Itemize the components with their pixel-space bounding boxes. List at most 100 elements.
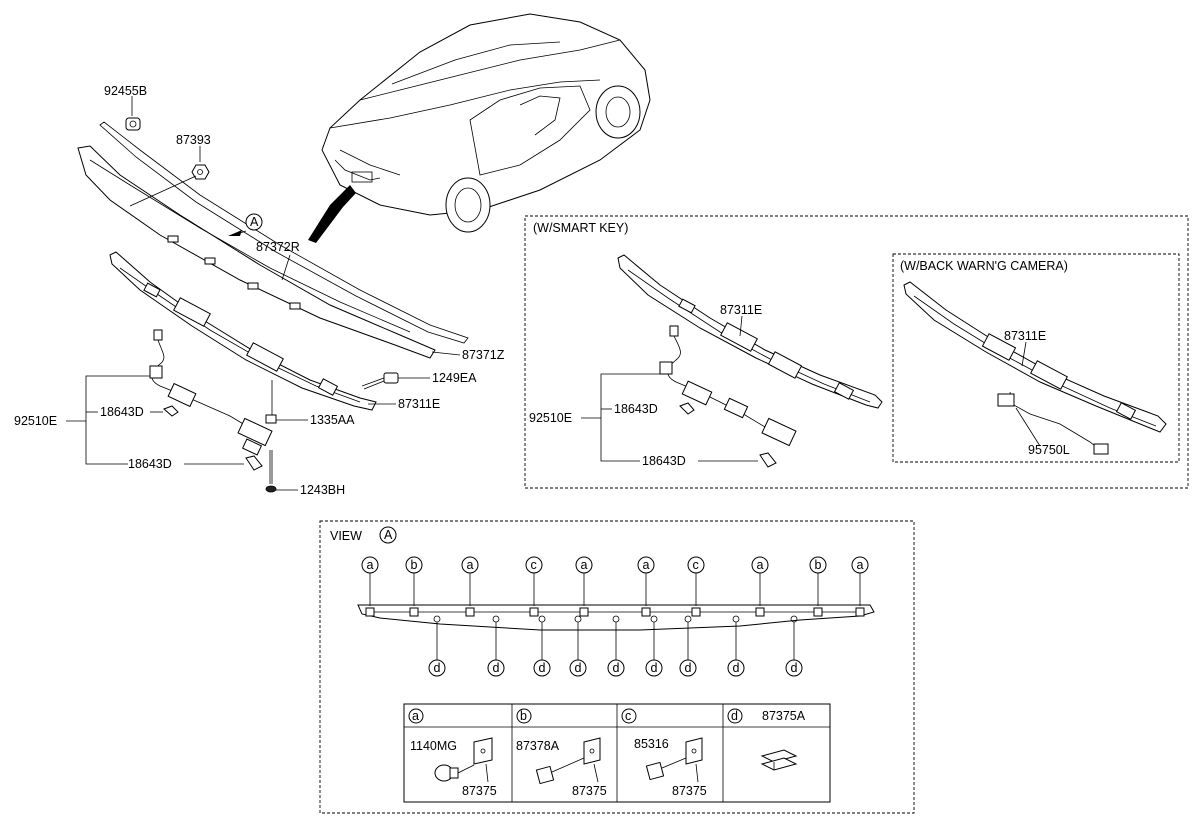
top-marker-b: b xyxy=(809,556,827,606)
top-marker-a: a xyxy=(751,556,769,606)
legend-key-a: a xyxy=(412,709,419,723)
bottom-marker-letter: d xyxy=(685,661,692,675)
top-marker-a: a xyxy=(637,556,655,606)
top-marker-letter: a xyxy=(581,558,588,572)
label-92455b: 92455B xyxy=(104,84,147,98)
top-marker-a: a xyxy=(461,556,479,606)
top-marker-b: b xyxy=(405,556,423,606)
main-exploded-view: 92455B 87393 A 87372R 87371Z xyxy=(14,84,505,497)
bottom-marker-d: d xyxy=(679,622,697,677)
label-18643d-a: 18643D xyxy=(100,405,144,419)
bottom-marker-d: d xyxy=(428,622,446,677)
clip-1335aa xyxy=(265,414,277,424)
label-1243bh: 1243BH xyxy=(300,483,345,497)
top-marker-c: c xyxy=(525,556,543,606)
bottom-marker-d: d xyxy=(607,622,625,677)
top-marker-letter: a xyxy=(467,558,474,572)
top-marker-letter: a xyxy=(857,558,864,572)
label-87371z: 87371Z xyxy=(462,348,505,362)
top-marker-letter: b xyxy=(815,558,822,572)
camera-title: (W/BACK WARN'G CAMERA) xyxy=(900,259,1068,273)
bottom-marker-letter: d xyxy=(575,661,582,675)
view-a-section: VIEW A a b a c a a c a b a d d d d d d d d d a 1140MG 873… xyxy=(319,520,915,814)
smart-key-wiring xyxy=(659,325,797,447)
screw-1243bh xyxy=(265,450,277,493)
car-illustration xyxy=(308,13,651,243)
legend-a-part-2: 87375 xyxy=(462,784,497,798)
nut-87393 xyxy=(191,164,210,180)
bottom-marker-d: d xyxy=(785,622,803,677)
label-92510e: 92510E xyxy=(14,414,57,428)
legend-cell-d: d 87375A xyxy=(727,708,806,771)
label-87393: 87393 xyxy=(176,133,211,147)
legend-b-part-1: 87378A xyxy=(516,739,560,753)
bottom-marker-letter: d xyxy=(613,661,620,675)
bottom-marker-letter: d xyxy=(791,661,798,675)
bottom-marker-d: d xyxy=(645,622,663,677)
label-87311e: 87311E xyxy=(398,397,440,411)
view-a-bar xyxy=(357,604,875,631)
smart-key-section: (W/SMART KEY) 87311E 92510E 18643D 18643… xyxy=(524,215,1189,489)
sk-label-87311e: 87311E xyxy=(720,303,762,317)
legend-cell-b: b 87378A 87375 xyxy=(516,708,607,798)
label-18643d-b: 18643D xyxy=(128,457,172,471)
bolt-1249ea xyxy=(361,372,399,390)
bottom-marker-d: d xyxy=(533,622,551,677)
camera-lamp-assy xyxy=(903,281,1167,433)
bottom-marker-letter: d xyxy=(434,661,441,675)
legend-cell-c: c 85316 87375 xyxy=(621,708,707,798)
bottom-marker-letter: d xyxy=(733,661,740,675)
legend-key-c: c xyxy=(625,709,631,723)
bottom-marker-letter: d xyxy=(493,661,500,675)
sk-label-18643d-b: 18643D xyxy=(642,454,686,468)
legend-c-part-1: 85316 xyxy=(634,737,669,751)
label-87372r: 87372R xyxy=(256,240,300,254)
bottom-marker-d: d xyxy=(569,622,587,677)
lamp-assy-87311e xyxy=(109,251,377,411)
bottom-marker-d: d xyxy=(727,622,745,677)
sk-label-92510e: 92510E xyxy=(529,411,572,425)
smart-key-title: (W/SMART KEY) xyxy=(533,221,628,235)
top-marker-a: a xyxy=(575,556,593,606)
view-ref-letter: A xyxy=(250,215,259,229)
top-marker-letter: a xyxy=(643,558,650,572)
top-marker-a: a xyxy=(851,556,869,606)
top-marker-letter: c xyxy=(693,558,699,572)
view-a-title: VIEW xyxy=(330,529,362,543)
garnish-87372r xyxy=(77,121,469,359)
top-marker-a: a xyxy=(361,556,379,606)
camera-wiring xyxy=(997,391,1109,455)
bottom-marker-letter: d xyxy=(539,661,546,675)
bottom-marker-letter: d xyxy=(651,661,658,675)
clip-92455b xyxy=(125,117,141,131)
sk-label-18643d-a: 18643D xyxy=(614,402,658,416)
legend-key-d: d xyxy=(731,709,738,723)
legend-c-part-2: 87375 xyxy=(672,784,707,798)
legend-d-part-1: 87375A xyxy=(762,709,806,723)
label-1249ea: 1249EA xyxy=(432,371,477,385)
view-a-ref-marker xyxy=(379,526,397,544)
label-1335aa: 1335AA xyxy=(310,413,355,427)
legend-key-b: b xyxy=(520,709,527,723)
cam-label-87311e: 87311E xyxy=(1004,329,1046,343)
top-marker-letter: c xyxy=(531,558,537,572)
legend-a-part-1: 1140MG xyxy=(410,739,457,753)
top-marker-letter: a xyxy=(757,558,764,572)
view-ref-marker xyxy=(245,213,263,231)
legend-b-part-2: 87375 xyxy=(572,784,607,798)
top-marker-c: c xyxy=(687,556,705,606)
legend-table: a 1140MG 87375 b 87378A 87375 xyxy=(403,703,831,803)
cam-label-95750l: 95750L xyxy=(1028,443,1070,457)
view-a-ref-letter: A xyxy=(384,528,393,542)
wiring-92510e xyxy=(149,329,273,456)
legend-cell-a: a 1140MG 87375 xyxy=(408,708,497,798)
bottom-marker-d: d xyxy=(487,622,505,677)
top-marker-letter: a xyxy=(367,558,374,572)
top-marker-letter: b xyxy=(411,558,418,572)
smart-key-lamp-assy xyxy=(617,254,883,409)
camera-section: (W/BACK WARN'G CAMERA) 87311E 95750L xyxy=(892,253,1180,463)
